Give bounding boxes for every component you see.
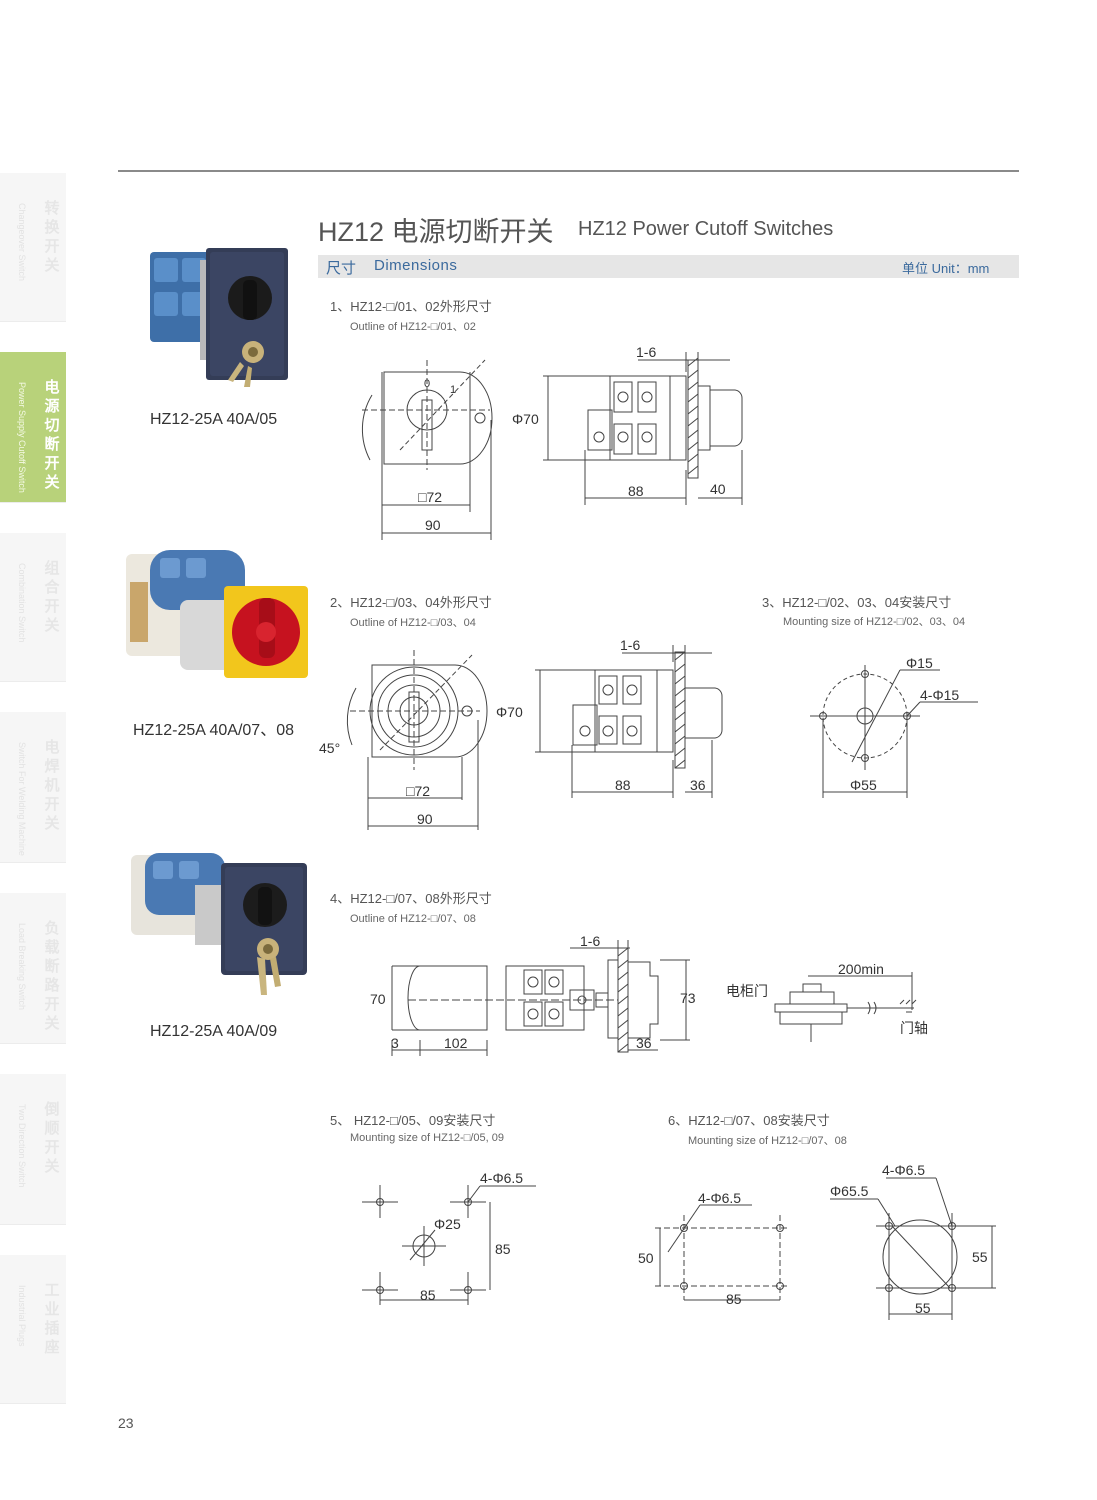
drawing-2-side-view: 1-6 Φ70 88 36: [496, 637, 723, 798]
drawing-5-subtitle: Mounting size of HZ12-□/05, 09: [350, 1132, 504, 1144]
sidebar-item-label: 电焊机开关: [44, 739, 60, 832]
dim-w2: 102: [444, 1035, 468, 1051]
drawing-4-subtitle: Outline of HZ12-□/07、08: [350, 913, 476, 925]
dim-w1: 3: [391, 1035, 399, 1051]
sidebar-item-industrial-plugs[interactable]: 工业插座 Industrial Plugs: [0, 1255, 66, 1404]
dim-angle: 45°: [319, 740, 340, 756]
dim-h2: 73: [680, 990, 696, 1006]
drawing-4-outline: 1-6 70 3 102 73 36: [370, 933, 696, 1056]
dim-square: □72: [406, 783, 430, 799]
sidebar-item-power-cutoff[interactable]: 电源切断开关 Power Supply Cutoff Switch: [0, 352, 66, 503]
drawing-3-subtitle: Mounting size of HZ12-□/02、03、04: [783, 616, 966, 628]
dim-knob: 36: [690, 777, 706, 793]
sidebar-item-welding[interactable]: 电焊机开关 Switch For Welding Machine: [0, 712, 66, 863]
drawing-6-mounting-rect: 4-Φ6.5 50 85: [638, 1190, 790, 1307]
dim-horizontal: 85: [420, 1287, 436, 1303]
dim-pcd: Φ55: [850, 777, 877, 793]
dim-diameter: Φ65.5: [830, 1183, 869, 1199]
dim-center: Φ25: [434, 1216, 461, 1232]
dim-knob: 40: [710, 481, 726, 497]
dial-mark-0: 0: [424, 378, 430, 390]
sidebar-item-label: 组合开关: [44, 560, 60, 634]
top-rule: [118, 170, 1019, 172]
drawing-6-subtitle: Mounting size of HZ12-□/07、08: [688, 1135, 847, 1147]
drawing-1-side-view: 1-6 Φ70 88 40: [512, 344, 743, 505]
dim-width: 90: [417, 811, 433, 827]
drawing-6-title: 6、HZ12-□/07、08安装尺寸: [668, 1113, 830, 1128]
dim-hole: Φ15: [906, 655, 933, 671]
dim-vertical: 55: [972, 1249, 988, 1265]
dim-diameter: Φ70: [496, 704, 523, 720]
product-photo-05: [150, 248, 288, 387]
dim-horizontal: 55: [915, 1300, 931, 1316]
sidebar-item-sublabel: Combination Switch: [17, 563, 27, 643]
dim-gap: 1-6: [580, 933, 600, 949]
drawing-5-mounting: 4-Φ6.5 Φ25 85 85: [362, 1170, 536, 1305]
dim-holes: 4-Φ6.5: [698, 1190, 741, 1206]
dim-depth: 88: [628, 483, 644, 499]
dim-holes: 4-Φ15: [920, 687, 959, 703]
drawing-4-title: 4、HZ12-□/07、08外形尺寸: [330, 891, 492, 906]
sidebar-item-label: 转换开关: [44, 200, 60, 274]
sidebar-item-label: 电源切断开关: [44, 379, 60, 491]
dim-height: 70: [370, 991, 386, 1007]
dim-gap: 1-6: [636, 344, 656, 360]
unit-label: 单位 Unit：mm: [902, 261, 990, 276]
drawing-6-mounting-circle: 4-Φ6.5 Φ65.5 55 55: [830, 1162, 996, 1320]
dial-mark-1: 1: [450, 384, 456, 396]
sidebar-item-sublabel: Changeover Switch: [17, 203, 27, 282]
dim-width: 90: [425, 517, 441, 533]
label-shaft: 门轴: [900, 1020, 928, 1036]
drawing-1-subtitle: Outline of HZ12-□/01、02: [350, 321, 476, 333]
product-label: HZ12-25A 40A/09: [150, 1023, 278, 1040]
drawing-1-front-view: 0 1 □72 90: [361, 359, 493, 540]
dim-height: 50: [638, 1250, 654, 1266]
dim-vertical: 85: [495, 1241, 511, 1257]
sidebar-item-sublabel: Power Supply Cutoff Switch: [17, 382, 27, 493]
sidebar-item-sublabel: Switch For Welding Machine: [17, 742, 27, 856]
drawing-3-title: 3、HZ12-□/02、03、04安装尺寸: [762, 595, 952, 610]
sidebar-item-two-direction[interactable]: 倒顺开关 Two Direction Switch: [0, 1074, 66, 1225]
dimensions-label-zh: 尺寸: [326, 260, 357, 277]
sidebar-item-label: 工业插座: [44, 1282, 60, 1356]
drawing-3-mounting: Φ15 4-Φ15 Φ55: [810, 655, 978, 798]
drawing-1-title: 1、HZ12-□/01、02外形尺寸: [330, 299, 492, 314]
dim-square: □72: [418, 489, 442, 505]
dim-knob: 36: [636, 1035, 652, 1051]
dim-depth: 88: [615, 777, 631, 793]
dim-diameter: Φ70: [512, 411, 539, 427]
dimensions-bar: [318, 255, 1019, 278]
product-label: HZ12-25A 40A/07、08: [133, 722, 294, 739]
product-photo-07-08: [126, 550, 308, 678]
drawing-2-title: 2、HZ12-□/03、04外形尺寸: [330, 595, 492, 610]
label-door: 电柜门: [726, 983, 768, 999]
dim-holes: 4-Φ6.5: [480, 1170, 523, 1186]
product-label: HZ12-25A 40A/05: [150, 411, 278, 428]
sidebar-item-sublabel: Load Breaking Switch: [17, 923, 27, 1011]
sidebar-item-sublabel: Industrial Plugs: [17, 1285, 27, 1347]
sidebar-item-label: 倒顺开关: [44, 1101, 60, 1175]
drawing-4-door-detail: 200min 电柜门 门轴: [726, 961, 928, 1042]
sidebar-item-sublabel: Two Direction Switch: [17, 1104, 27, 1188]
page-number: 23: [118, 1415, 134, 1431]
dim-min: 200min: [838, 961, 884, 977]
sidebar-item-changeover[interactable]: 转换开关 Changeover Switch: [0, 173, 66, 322]
sidebar-item-label: 负载断路开关: [44, 920, 60, 1032]
sidebar-item-combination[interactable]: 组合开关 Combination Switch: [0, 533, 66, 682]
drawing-5-title: 5、 HZ12-□/05、09安装尺寸: [330, 1113, 496, 1128]
dim-width: 85: [726, 1291, 742, 1307]
dim-gap: 1-6: [620, 637, 640, 653]
product-photo-09: [131, 853, 307, 995]
page-title: HZ12 电源切断开关: [318, 217, 554, 247]
dimensions-label-en: Dimensions: [374, 257, 458, 274]
page-subtitle: HZ12 Power Cutoff Switches: [578, 218, 834, 240]
dim-holes: 4-Φ6.5: [882, 1162, 925, 1178]
drawing-2-subtitle: Outline of HZ12-□/03、04: [350, 617, 476, 629]
drawing-2-front-view: 45° □72 90: [319, 650, 488, 830]
sidebar-item-load-breaking[interactable]: 负载断路开关 Load Breaking Switch: [0, 893, 66, 1044]
